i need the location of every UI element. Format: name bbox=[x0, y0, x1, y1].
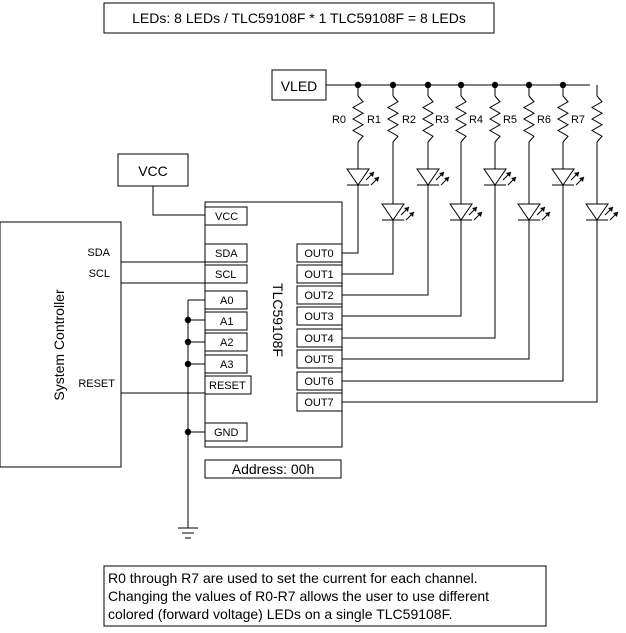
pin-reset bbox=[204, 375, 252, 395]
junction-a3 bbox=[184, 360, 192, 368]
led-icon bbox=[346, 168, 380, 186]
resistor-r7 bbox=[590, 95, 604, 143]
note-box: R0 through R7 are used to set the curren… bbox=[103, 565, 547, 627]
pin-reset-label: RESET bbox=[209, 380, 246, 392]
pin-out2-label: OUT2 bbox=[304, 290, 333, 302]
note-line-2: Changing the values of R0-R7 allows the … bbox=[108, 588, 489, 604]
resistor-label-r7: R7 bbox=[571, 114, 585, 126]
pin-out3-label: OUT3 bbox=[304, 311, 333, 323]
resistor-r0 bbox=[351, 95, 365, 143]
pin-a1-label: A1 bbox=[220, 316, 233, 328]
out-wire-2 bbox=[342, 185, 429, 296]
note-line-3: colored (forward voltage) LEDs on a sing… bbox=[108, 606, 452, 622]
note-line-1: R0 through R7 are used to set the curren… bbox=[108, 570, 478, 586]
out-wire-7 bbox=[342, 220, 598, 403]
pin-vcc-label: VCC bbox=[215, 211, 238, 223]
junction-a2 bbox=[184, 338, 192, 346]
resistor-r4 bbox=[488, 95, 502, 143]
vcc-wire bbox=[152, 186, 205, 216]
pin-out0-label: OUT0 bbox=[304, 248, 333, 260]
pin-a2-label: A2 bbox=[220, 337, 233, 349]
pin-sda bbox=[204, 243, 248, 263]
resistor-label-r4: R4 bbox=[469, 114, 483, 126]
resistor-label-r3: R3 bbox=[435, 114, 449, 126]
controller-scl-label: SCL bbox=[89, 268, 110, 280]
resistor-r6 bbox=[556, 95, 570, 143]
resistor-label-r5: R5 bbox=[503, 114, 517, 126]
out-wire-3 bbox=[342, 220, 462, 317]
led-icon bbox=[483, 168, 517, 186]
pin-gnd-label: GND bbox=[214, 427, 239, 439]
out-wire-1 bbox=[342, 220, 394, 275]
resistor-r2 bbox=[421, 95, 435, 143]
pin-out6-label: OUT6 bbox=[304, 376, 333, 388]
resistor-r3 bbox=[454, 95, 468, 143]
chip-name: TLC59108F bbox=[270, 283, 286, 357]
out-wire-6 bbox=[342, 185, 564, 382]
resistor-r1 bbox=[386, 95, 400, 143]
pin-out7-label: OUT7 bbox=[304, 397, 333, 409]
led-icon bbox=[551, 168, 585, 186]
controller-label: System Controller bbox=[51, 289, 67, 401]
out-wire-5 bbox=[342, 220, 530, 360]
pin-a3-label: A3 bbox=[220, 359, 233, 371]
resistor-label-r0: R0 bbox=[332, 114, 346, 126]
header-box: LEDs: 8 LEDs / TLC59108F * 1 TLC59108F =… bbox=[103, 2, 495, 34]
system-controller: System Controller SDA SCL RESET bbox=[0, 221, 205, 468]
resistor-label-r6: R6 bbox=[537, 114, 551, 126]
controller-reset-label: RESET bbox=[78, 378, 115, 390]
resistor-r5 bbox=[522, 95, 536, 143]
tlc59108f-chip: TLC59108F VCC SDA SCL A0 A1 A2 A3 RESET … bbox=[204, 201, 343, 448]
junction-gnd bbox=[184, 428, 192, 436]
ground-icon bbox=[178, 527, 198, 539]
vled-label: VLED bbox=[281, 78, 318, 94]
resistor-label-r1: R1 bbox=[367, 114, 381, 126]
pin-out5-label: OUT5 bbox=[304, 354, 333, 366]
pin-vcc bbox=[204, 206, 248, 226]
led-icon bbox=[449, 203, 483, 221]
led-channels: R0 R1 R2 R3 R4 R5 R6 R7 bbox=[332, 81, 619, 403]
pin-scl bbox=[204, 264, 248, 284]
vled-supply: VLED bbox=[271, 69, 590, 101]
resistor-label-r2: R2 bbox=[402, 114, 416, 126]
vcc-supply: VCC bbox=[117, 153, 205, 216]
vcc-supply-label: VCC bbox=[138, 163, 168, 179]
pin-a1 bbox=[204, 311, 248, 331]
ground-network bbox=[178, 299, 205, 539]
led-icon bbox=[517, 203, 551, 221]
out-wire-4 bbox=[342, 185, 496, 339]
led-icon bbox=[416, 168, 450, 186]
junction-a1 bbox=[184, 316, 192, 324]
pin-out4-label: OUT4 bbox=[304, 333, 333, 345]
pin-sda-label: SDA bbox=[215, 248, 238, 260]
out-wire-0 bbox=[342, 185, 359, 254]
pin-scl-label: SCL bbox=[215, 269, 236, 281]
address-box: Address: 00h bbox=[204, 459, 342, 479]
pin-a0-label: A0 bbox=[220, 295, 233, 307]
pin-out1-label: OUT1 bbox=[304, 269, 333, 281]
led-icon bbox=[585, 203, 619, 221]
header-text: LEDs: 8 LEDs / TLC59108F * 1 TLC59108F =… bbox=[132, 10, 466, 26]
led-icon bbox=[381, 203, 415, 221]
controller-sda-label: SDA bbox=[87, 247, 110, 259]
address-label: Address: 00h bbox=[232, 461, 315, 477]
